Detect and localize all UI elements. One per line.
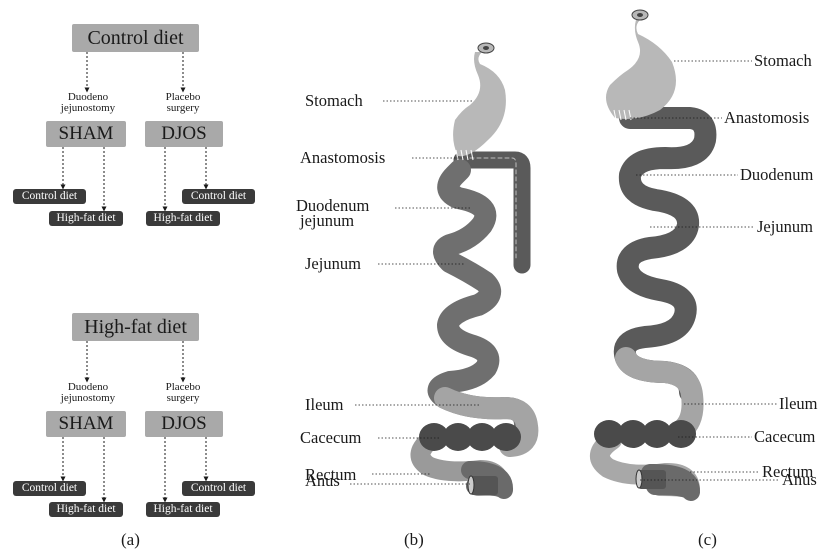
label-ileum: Ileum: [305, 396, 344, 414]
cecum-b: [419, 423, 521, 451]
label-jejunum: Jejunum: [757, 218, 813, 236]
anus-opening-c: [636, 470, 642, 488]
label-anus: Anus: [305, 472, 340, 490]
label-jejunum: Jejunum: [305, 255, 361, 273]
label-stomach: Stomach: [754, 52, 812, 70]
caption-b: (b): [404, 530, 424, 550]
label-cacecum: Cacecum: [754, 428, 815, 446]
label-anastomosis: Anastomosis: [300, 149, 385, 167]
stomach-c: [606, 20, 676, 119]
cecum-c: [594, 420, 696, 448]
anus-opening-b: [468, 476, 474, 494]
label-anus: Anus: [782, 471, 817, 489]
flow-arrows-bottom: [63, 341, 206, 500]
label-duodenum: Duodenum: [740, 166, 813, 184]
caption-c: (c): [698, 530, 717, 550]
label-ileum: Ileum: [779, 395, 818, 413]
label-anastomosis: Anastomosis: [724, 109, 809, 127]
stomach-b: [453, 52, 506, 156]
label-jejunum-lower: jejunum: [300, 212, 354, 230]
flow-arrows-top: [63, 52, 206, 209]
label-cacecum: Cacecum: [300, 429, 361, 447]
label-stomach: Stomach: [305, 92, 363, 110]
